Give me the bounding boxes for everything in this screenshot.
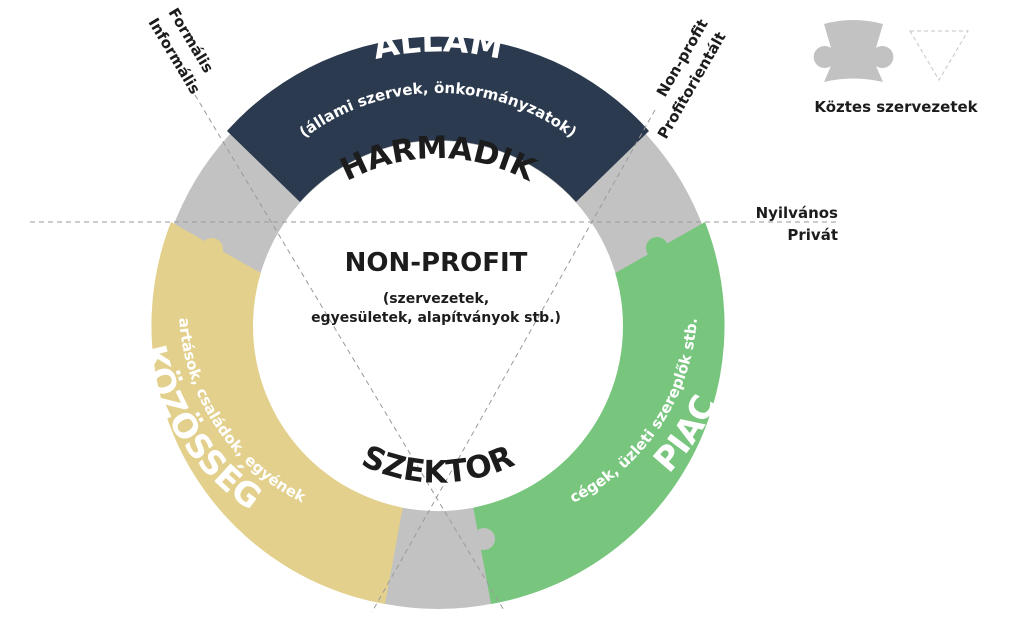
center-title: NON-PROFIT (345, 248, 528, 278)
puzzle-tab (473, 528, 495, 550)
axis-formal-informal (194, 94, 506, 613)
puzzle-tab (257, 142, 279, 164)
state-title: ÁLLAM (369, 20, 506, 66)
center-subtitle-line1: (szervezetek, (383, 291, 489, 307)
inner-circle (253, 141, 623, 511)
axis-label-public: Nyilvános (756, 204, 838, 222)
legend: Köztes szervezetek (813, 20, 979, 116)
sector-state-segment (227, 36, 649, 202)
axis-lines (30, 94, 840, 613)
puzzle-tab (595, 141, 617, 163)
legend-label: Köztes szervezetek (814, 98, 978, 116)
axis-label-private: Privát (787, 226, 838, 244)
puzzle-tab (646, 237, 668, 259)
puzzle-tab (201, 238, 223, 260)
legend-triangle-icon (909, 30, 969, 81)
axis-nonprofit-profit (371, 109, 656, 613)
legend-puzzle-piece-icon (813, 20, 894, 82)
center-subtitle-line2: egyesületek, alapítványok stb.) (311, 310, 561, 326)
